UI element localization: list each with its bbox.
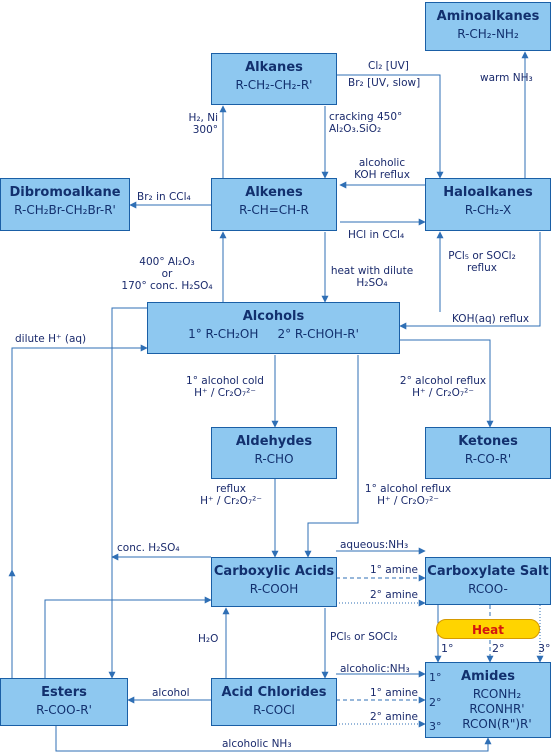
- label-al2o3: 400° Al₂O₃ or 170° conc. H₂SO₄: [121, 256, 213, 292]
- box-formula: R-CH₂Br-CH₂Br-R': [14, 203, 116, 217]
- box-title: Carboxylic Acids: [213, 564, 335, 579]
- box-dibromoalkane: Dibromoalkane R-CH₂Br-CH₂Br-R': [0, 178, 130, 231]
- label-heat-dilute: heat with dilute H₂SO₄: [330, 265, 414, 289]
- label-reflux-h: reflux H⁺ / Cr₂O₇²⁻: [200, 483, 262, 507]
- label-dilute-h: dilute H⁺ (aq): [15, 333, 87, 345]
- box-alkanes: Alkanes R-CH₂-CH₂-R': [211, 53, 337, 105]
- label-h2o: H₂O: [198, 633, 219, 645]
- box-formula: R-CH₂-X: [464, 203, 512, 217]
- heat-badge: Heat: [436, 619, 540, 639]
- label-koh-aq: KOH(aq) reflux: [452, 313, 530, 325]
- label-aqueous-nh3: aqueous:NH₃: [340, 539, 409, 551]
- box-esters: Esters R-COO-R': [0, 678, 128, 726]
- label-secondary-amine-2: 2° amine: [370, 711, 418, 723]
- box-title: Carboxylate Salt: [427, 564, 549, 579]
- label-alcoholic-nh3-1: alcoholic:NH₃: [340, 663, 410, 675]
- label-hcl-ccl4: HCl in CCl₄: [348, 229, 405, 241]
- box-title: Esters: [41, 685, 87, 700]
- box-aldehydes: Aldehydes R-CHO: [211, 427, 337, 479]
- box-title: Ketones: [458, 434, 518, 449]
- box-formula: R-CH₂-NH₂: [457, 27, 519, 41]
- box-ketones: Ketones R-CO-R': [425, 427, 551, 479]
- amide-degree-label: 2°: [429, 696, 442, 709]
- box-acid-chlorides: Acid Chlorides R-COCl: [211, 678, 337, 726]
- box-formula: RCOO-: [468, 582, 508, 596]
- box-title: Dibromoalkane: [9, 185, 121, 200]
- box-formula: R-CO-R': [464, 452, 512, 466]
- box-formula: R-COO-R': [36, 703, 92, 717]
- box-title: Aminoalkanes: [436, 9, 540, 24]
- box-title: Haloalkanes: [443, 185, 533, 200]
- label-alcoholic-nh3-2: alcoholic NH₃: [222, 738, 292, 750]
- box-formula: R-COCl: [253, 703, 295, 717]
- label-conc-h2so4: conc. H₂SO₄: [117, 542, 180, 554]
- box-amides: Amides RCONH₂ RCONHR' RCON(R")R' 1° 2° 3…: [425, 662, 551, 738]
- label-pcl5-socl2-top: PCl₅ or SOCl₂ reflux: [448, 250, 516, 274]
- box-alkenes: Alkenes R-CH=CH-R: [211, 178, 337, 231]
- label-primary-reflux: 1° alcohol reflux H⁺ / Cr₂O₇²⁻: [364, 483, 452, 507]
- label-primary-cold: 1° alcohol cold H⁺ / Cr₂O₇²⁻: [186, 375, 264, 399]
- box-formula: R-CH₂-CH₂-R': [235, 78, 313, 92]
- label-warm-nh3: warm NH₃: [480, 72, 533, 84]
- box-title: Amides: [461, 669, 515, 684]
- box-formula: 1° R-CH₂OH 2° R-CHOH-R': [188, 327, 359, 341]
- label-br2-ccl4: Br₂ in CCl₄: [137, 191, 191, 203]
- box-title: Alkenes: [245, 185, 303, 200]
- label-primary-amine-1: 1° amine: [370, 564, 418, 576]
- box-title: Alcohols: [242, 309, 305, 324]
- box-formula: RCONH₂ RCONHR' RCON(R")R': [462, 687, 532, 731]
- label-degree-3: 3°: [538, 642, 551, 655]
- label-h2-ni: H₂, Ni 300°: [188, 112, 218, 136]
- label-br2-uv: Br₂ [UV, slow]: [348, 77, 421, 89]
- amide-degree-label: 3°: [429, 720, 442, 733]
- box-formula: R-CHO: [254, 452, 294, 466]
- box-aminoalkanes: Aminoalkanes R-CH₂-NH₂: [425, 2, 551, 51]
- box-formula: R-COOH: [249, 582, 299, 596]
- box-haloalkanes: Haloalkanes R-CH₂-X: [425, 178, 551, 231]
- label-secondary-amine-1: 2° amine: [370, 589, 418, 601]
- label-cl2-uv: Cl₂ [UV]: [368, 60, 409, 72]
- box-carboxylic-acids: Carboxylic Acids R-COOH: [211, 557, 337, 607]
- box-title: Alkanes: [245, 60, 303, 75]
- label-degree-1: 1°: [441, 642, 454, 655]
- label-alcoholic-koh: alcoholic KOH reflux: [354, 157, 410, 181]
- label-pcl5-socl2: PCl₅ or SOCl₂: [330, 631, 398, 643]
- box-title: Aldehydes: [235, 434, 313, 449]
- box-formula: R-CH=CH-R: [239, 203, 309, 217]
- label-degree-2: 2°: [492, 642, 505, 655]
- box-title: Acid Chlorides: [221, 685, 327, 700]
- box-alcohols: Alcohols 1° R-CH₂OH 2° R-CHOH-R': [147, 302, 400, 354]
- label-secondary-reflux: 2° alcohol reflux H⁺ / Cr₂O₇²⁻: [399, 375, 487, 399]
- box-carboxylate-salt: Carboxylate Salt RCOO-: [425, 557, 551, 605]
- label-cracking: cracking 450° Al₂O₃.SiO₂: [329, 111, 403, 135]
- label-primary-amine-2: 1° amine: [370, 687, 418, 699]
- amide-degree-label: 1°: [429, 671, 442, 684]
- label-alcohol: alcohol: [152, 687, 190, 699]
